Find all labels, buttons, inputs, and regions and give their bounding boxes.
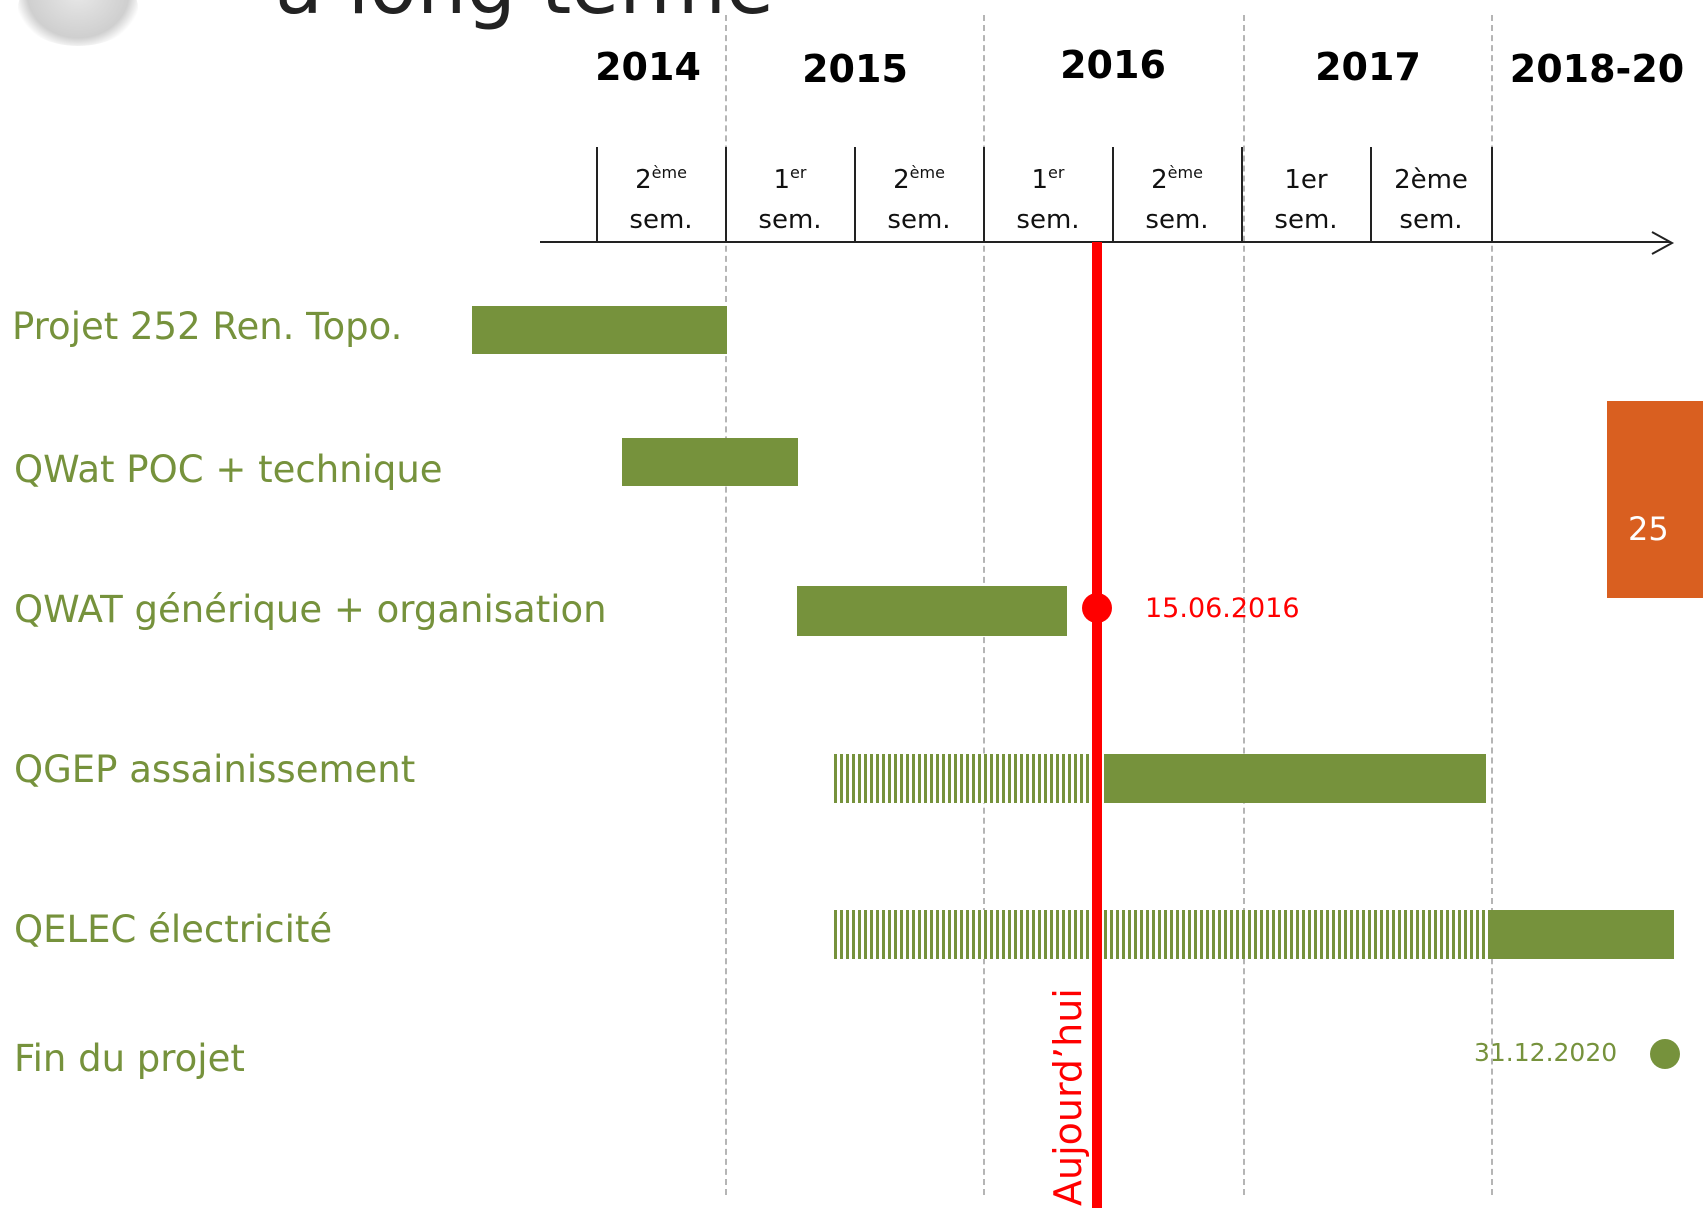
year-2018-20: 2018-20 bbox=[1509, 47, 1685, 91]
end-milestone-dot bbox=[1650, 1039, 1680, 1069]
row-label-qgep: QGEP assainissement bbox=[14, 748, 416, 791]
year-2015: 2015 bbox=[802, 47, 908, 91]
semester-label-2: 1er sem. bbox=[758, 163, 822, 235]
row-label-projet-252: Projet 252 Ren. Topo. bbox=[12, 305, 403, 348]
year-2014: 2014 bbox=[595, 45, 701, 89]
page-number: 25 bbox=[1628, 510, 1669, 548]
row-label-qelec: QELEC électricité bbox=[14, 908, 333, 951]
year-2016: 2016 bbox=[1060, 43, 1166, 87]
gantt-bar-qelec-solid bbox=[1488, 910, 1674, 959]
axis-arrow-icon bbox=[1651, 231, 1675, 255]
semester-label-1: 2ème sem. bbox=[629, 163, 693, 235]
gantt-bar-qwat-generique bbox=[797, 586, 1067, 636]
semester-label-4: 1er sem. bbox=[1016, 163, 1080, 235]
semester-label-6: 1er sem. bbox=[1274, 165, 1338, 235]
gantt-bar-qgep-solid bbox=[1104, 754, 1486, 803]
year-separator-2017-2018 bbox=[1491, 15, 1493, 1195]
end-date-label: 31.12.2020 bbox=[1474, 1038, 1618, 1067]
semester-tick bbox=[983, 147, 985, 242]
semester-label-7: 2ème sem. bbox=[1394, 165, 1468, 235]
semester-tick bbox=[1112, 147, 1114, 242]
slide-title: à long terme bbox=[275, 0, 774, 26]
year-separator-2016-2017 bbox=[1243, 15, 1245, 1195]
page-number-tab bbox=[1607, 401, 1703, 598]
semester-tick bbox=[596, 147, 598, 242]
gantt-bar-qwat-poc bbox=[622, 438, 798, 486]
today-date-label: 15.06.2016 bbox=[1145, 593, 1300, 624]
gantt-bar-projet-252 bbox=[472, 306, 727, 354]
semester-label-5: 2ème sem. bbox=[1145, 163, 1209, 235]
semester-tick bbox=[1370, 147, 1372, 242]
semester-tick bbox=[854, 147, 856, 242]
3d-figure-illustration bbox=[18, 0, 138, 46]
row-label-qwat-generique: QWAT générique + organisation bbox=[14, 588, 607, 631]
time-axis bbox=[540, 241, 1670, 243]
row-label-fin-du-projet: Fin du projet bbox=[14, 1037, 245, 1080]
today-milestone-dot bbox=[1082, 593, 1112, 623]
gantt-bar-qgep-hatched bbox=[834, 754, 1104, 803]
gantt-bar-qelec-hatched bbox=[834, 910, 1488, 959]
semester-tick bbox=[1491, 147, 1493, 242]
today-label: Aujourd’hui bbox=[1046, 988, 1090, 1206]
semester-tick bbox=[1241, 147, 1243, 242]
today-line bbox=[1092, 242, 1102, 1208]
semester-tick bbox=[725, 147, 727, 242]
row-label-qwat-poc: QWat POC + technique bbox=[14, 448, 443, 491]
year-separator-2014-2015 bbox=[725, 15, 727, 1195]
year-2017: 2017 bbox=[1315, 45, 1421, 89]
semester-label-3: 2ème sem. bbox=[887, 163, 951, 235]
